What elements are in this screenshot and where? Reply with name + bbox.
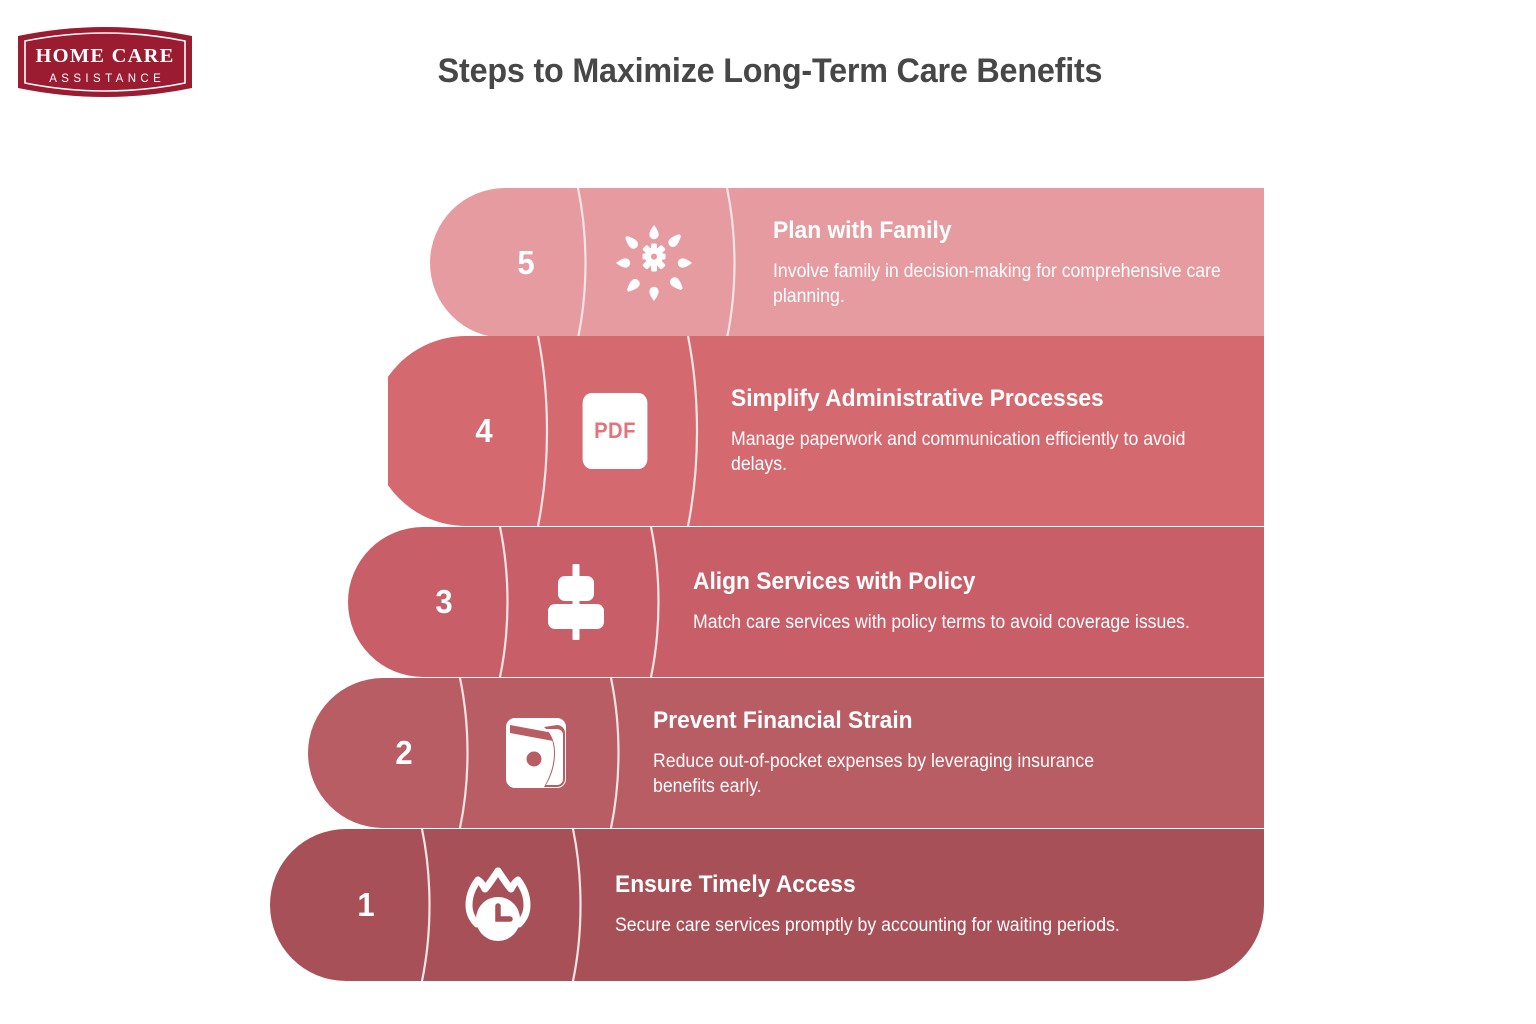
step-content-2: Prevent Financial Strain Reduce out-of-p… <box>653 678 1153 828</box>
step-description-5: Involve family in decision-making for co… <box>773 260 1221 307</box>
step-content-4: Simplify Administrative Processes Manage… <box>731 336 1201 526</box>
step-number-5: 5 <box>517 244 535 281</box>
step-number-4: 4 <box>475 412 493 449</box>
flame-clock-icon <box>428 829 568 981</box>
brand-logo[interactable]: HOME CARE ASSISTANCE <box>12 16 198 108</box>
step-row-2[interactable]: 2 Prevent Financial Strain Reduce out-of… <box>308 678 1264 828</box>
step-row-5[interactable]: 5 <box>430 188 1264 338</box>
step-description-2: Reduce out-of-pocket expenses by leverag… <box>653 750 1095 797</box>
wallet-icon-glyph <box>506 718 566 788</box>
logo-line2: ASSISTANCE <box>49 73 166 85</box>
flame-clock-icon-glyph <box>465 867 531 941</box>
pdf-label: PDF <box>594 418 636 443</box>
radiating-gear-icon <box>585 188 723 338</box>
step-title-5: Plan with Family <box>773 216 952 244</box>
step-row-4[interactable]: 4 PDF Simplify Administrative Processes … <box>388 336 1264 526</box>
step-row-1[interactable]: 1 Ensure Timely Access Secure care servi… <box>270 829 1264 981</box>
pdf-chip: PDF <box>582 393 648 469</box>
step-number-2: 2 <box>395 734 413 771</box>
logo-line1: HOME CARE <box>35 45 175 67</box>
step-title-1: Ensure Timely Access <box>615 871 856 899</box>
step-content-3: Align Services with Policy Match care se… <box>693 527 1193 677</box>
align-slider-icon <box>506 527 646 677</box>
align-slider-icon-glyph <box>548 564 604 640</box>
wallet-icon <box>466 678 606 828</box>
step-content-1: Ensure Timely Access Secure care service… <box>615 829 1145 981</box>
step-row-4-shape <box>388 336 1264 526</box>
step-row-3[interactable]: 3 Align Services with Policy Match care … <box>348 527 1264 677</box>
step-description-3: Match care services with policy terms to… <box>693 612 1190 634</box>
step-description-4: Manage paperwork and communication effic… <box>731 428 1186 475</box>
step-number-3: 3 <box>435 583 453 620</box>
step-row-1-shape <box>270 829 1264 981</box>
step-row-5-shape <box>430 188 1264 338</box>
step-row-2-shape <box>308 678 1264 828</box>
step-description-1: Secure care services promptly by account… <box>615 915 1120 937</box>
step-title-2: Prevent Financial Strain <box>653 706 913 734</box>
step-content-5: Plan with Family Involve family in decis… <box>773 188 1243 338</box>
step-title-3: Align Services with Policy <box>693 568 976 596</box>
radiating-gear-icon-glyph <box>616 225 692 301</box>
step-number-1: 1 <box>357 886 375 923</box>
step-title-4: Simplify Administrative Processes <box>731 384 1104 412</box>
page-title: Steps to Maximize Long-Term Care Benefit… <box>437 52 1103 90</box>
logo-badge-shape <box>18 27 192 97</box>
pdf-document-icon: PDF <box>546 336 684 526</box>
